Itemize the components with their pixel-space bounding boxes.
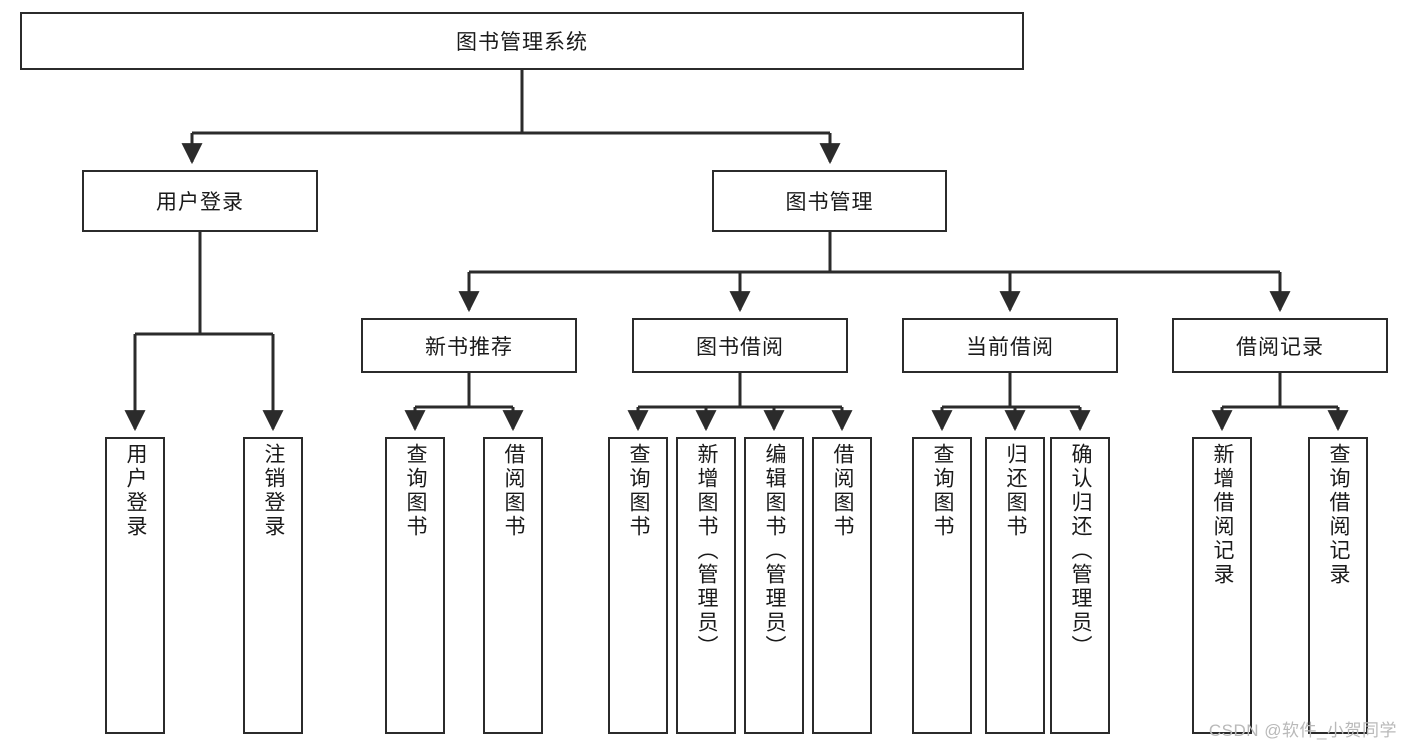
node-leaf-query-book-recommend-label: 查询图书 bbox=[404, 443, 428, 539]
node-book-management[interactable]: 图书管理 bbox=[712, 170, 947, 232]
node-borrow-record[interactable]: 借阅记录 bbox=[1172, 318, 1388, 373]
node-user-login[interactable]: 用户登录 bbox=[82, 170, 318, 232]
node-leaf-confirm-return-admin[interactable]: 确认归还（管理员） bbox=[1050, 437, 1110, 734]
node-leaf-query-book-current-label: 查询图书 bbox=[931, 443, 955, 539]
node-current-borrow[interactable]: 当前借阅 bbox=[902, 318, 1118, 373]
node-root-label: 图书管理系统 bbox=[456, 31, 588, 54]
node-book-management-label: 图书管理 bbox=[785, 191, 874, 214]
node-leaf-query-book-recommend[interactable]: 查询图书 bbox=[385, 437, 445, 734]
node-leaf-borrow-book-label: 借阅图书 bbox=[831, 443, 855, 539]
node-leaf-return-book-label: 归还图书 bbox=[1004, 443, 1028, 539]
node-leaf-return-book[interactable]: 归还图书 bbox=[985, 437, 1045, 734]
node-leaf-borrow-book-recommend-label: 借阅图书 bbox=[502, 443, 526, 539]
node-borrow-record-label: 借阅记录 bbox=[1236, 335, 1324, 359]
node-new-book-recommend[interactable]: 新书推荐 bbox=[361, 318, 577, 373]
node-leaf-user-login[interactable]: 用户登录 bbox=[105, 437, 165, 734]
node-leaf-add-book-admin[interactable]: 新增图书（管理员） bbox=[676, 437, 736, 734]
node-user-login-label: 用户登录 bbox=[156, 191, 244, 214]
node-root[interactable]: 图书管理系统 bbox=[20, 12, 1024, 70]
node-leaf-add-book-admin-label: 新增图书（管理员） bbox=[695, 443, 719, 659]
csdn-watermark: CSDN @软件_小贺同学 bbox=[1208, 721, 1397, 740]
node-leaf-logout-label: 注销登录 bbox=[262, 443, 286, 539]
node-leaf-query-book-borrow[interactable]: 查询图书 bbox=[608, 437, 668, 734]
node-leaf-edit-book-admin-label: 编辑图书（管理员） bbox=[763, 443, 787, 659]
node-leaf-borrow-book[interactable]: 借阅图书 bbox=[812, 437, 872, 734]
node-current-borrow-label: 当前借阅 bbox=[966, 335, 1054, 359]
node-leaf-add-borrow-record-label: 新增借阅记录 bbox=[1211, 443, 1235, 587]
node-new-book-recommend-label: 新书推荐 bbox=[425, 335, 513, 359]
node-book-borrow-label: 图书借阅 bbox=[696, 335, 784, 359]
node-leaf-confirm-return-admin-label: 确认归还（管理员） bbox=[1069, 443, 1093, 659]
node-leaf-query-borrow-record-label: 查询借阅记录 bbox=[1327, 443, 1351, 587]
node-leaf-add-borrow-record[interactable]: 新增借阅记录 bbox=[1192, 437, 1252, 734]
node-leaf-logout[interactable]: 注销登录 bbox=[243, 437, 303, 734]
node-leaf-query-book-borrow-label: 查询图书 bbox=[627, 443, 651, 539]
node-leaf-query-book-current[interactable]: 查询图书 bbox=[912, 437, 972, 734]
node-book-borrow[interactable]: 图书借阅 bbox=[632, 318, 848, 373]
node-leaf-user-login-label: 用户登录 bbox=[124, 443, 148, 539]
node-leaf-query-borrow-record[interactable]: 查询借阅记录 bbox=[1308, 437, 1368, 734]
node-leaf-edit-book-admin[interactable]: 编辑图书（管理员） bbox=[744, 437, 804, 734]
node-leaf-borrow-book-recommend[interactable]: 借阅图书 bbox=[483, 437, 543, 734]
